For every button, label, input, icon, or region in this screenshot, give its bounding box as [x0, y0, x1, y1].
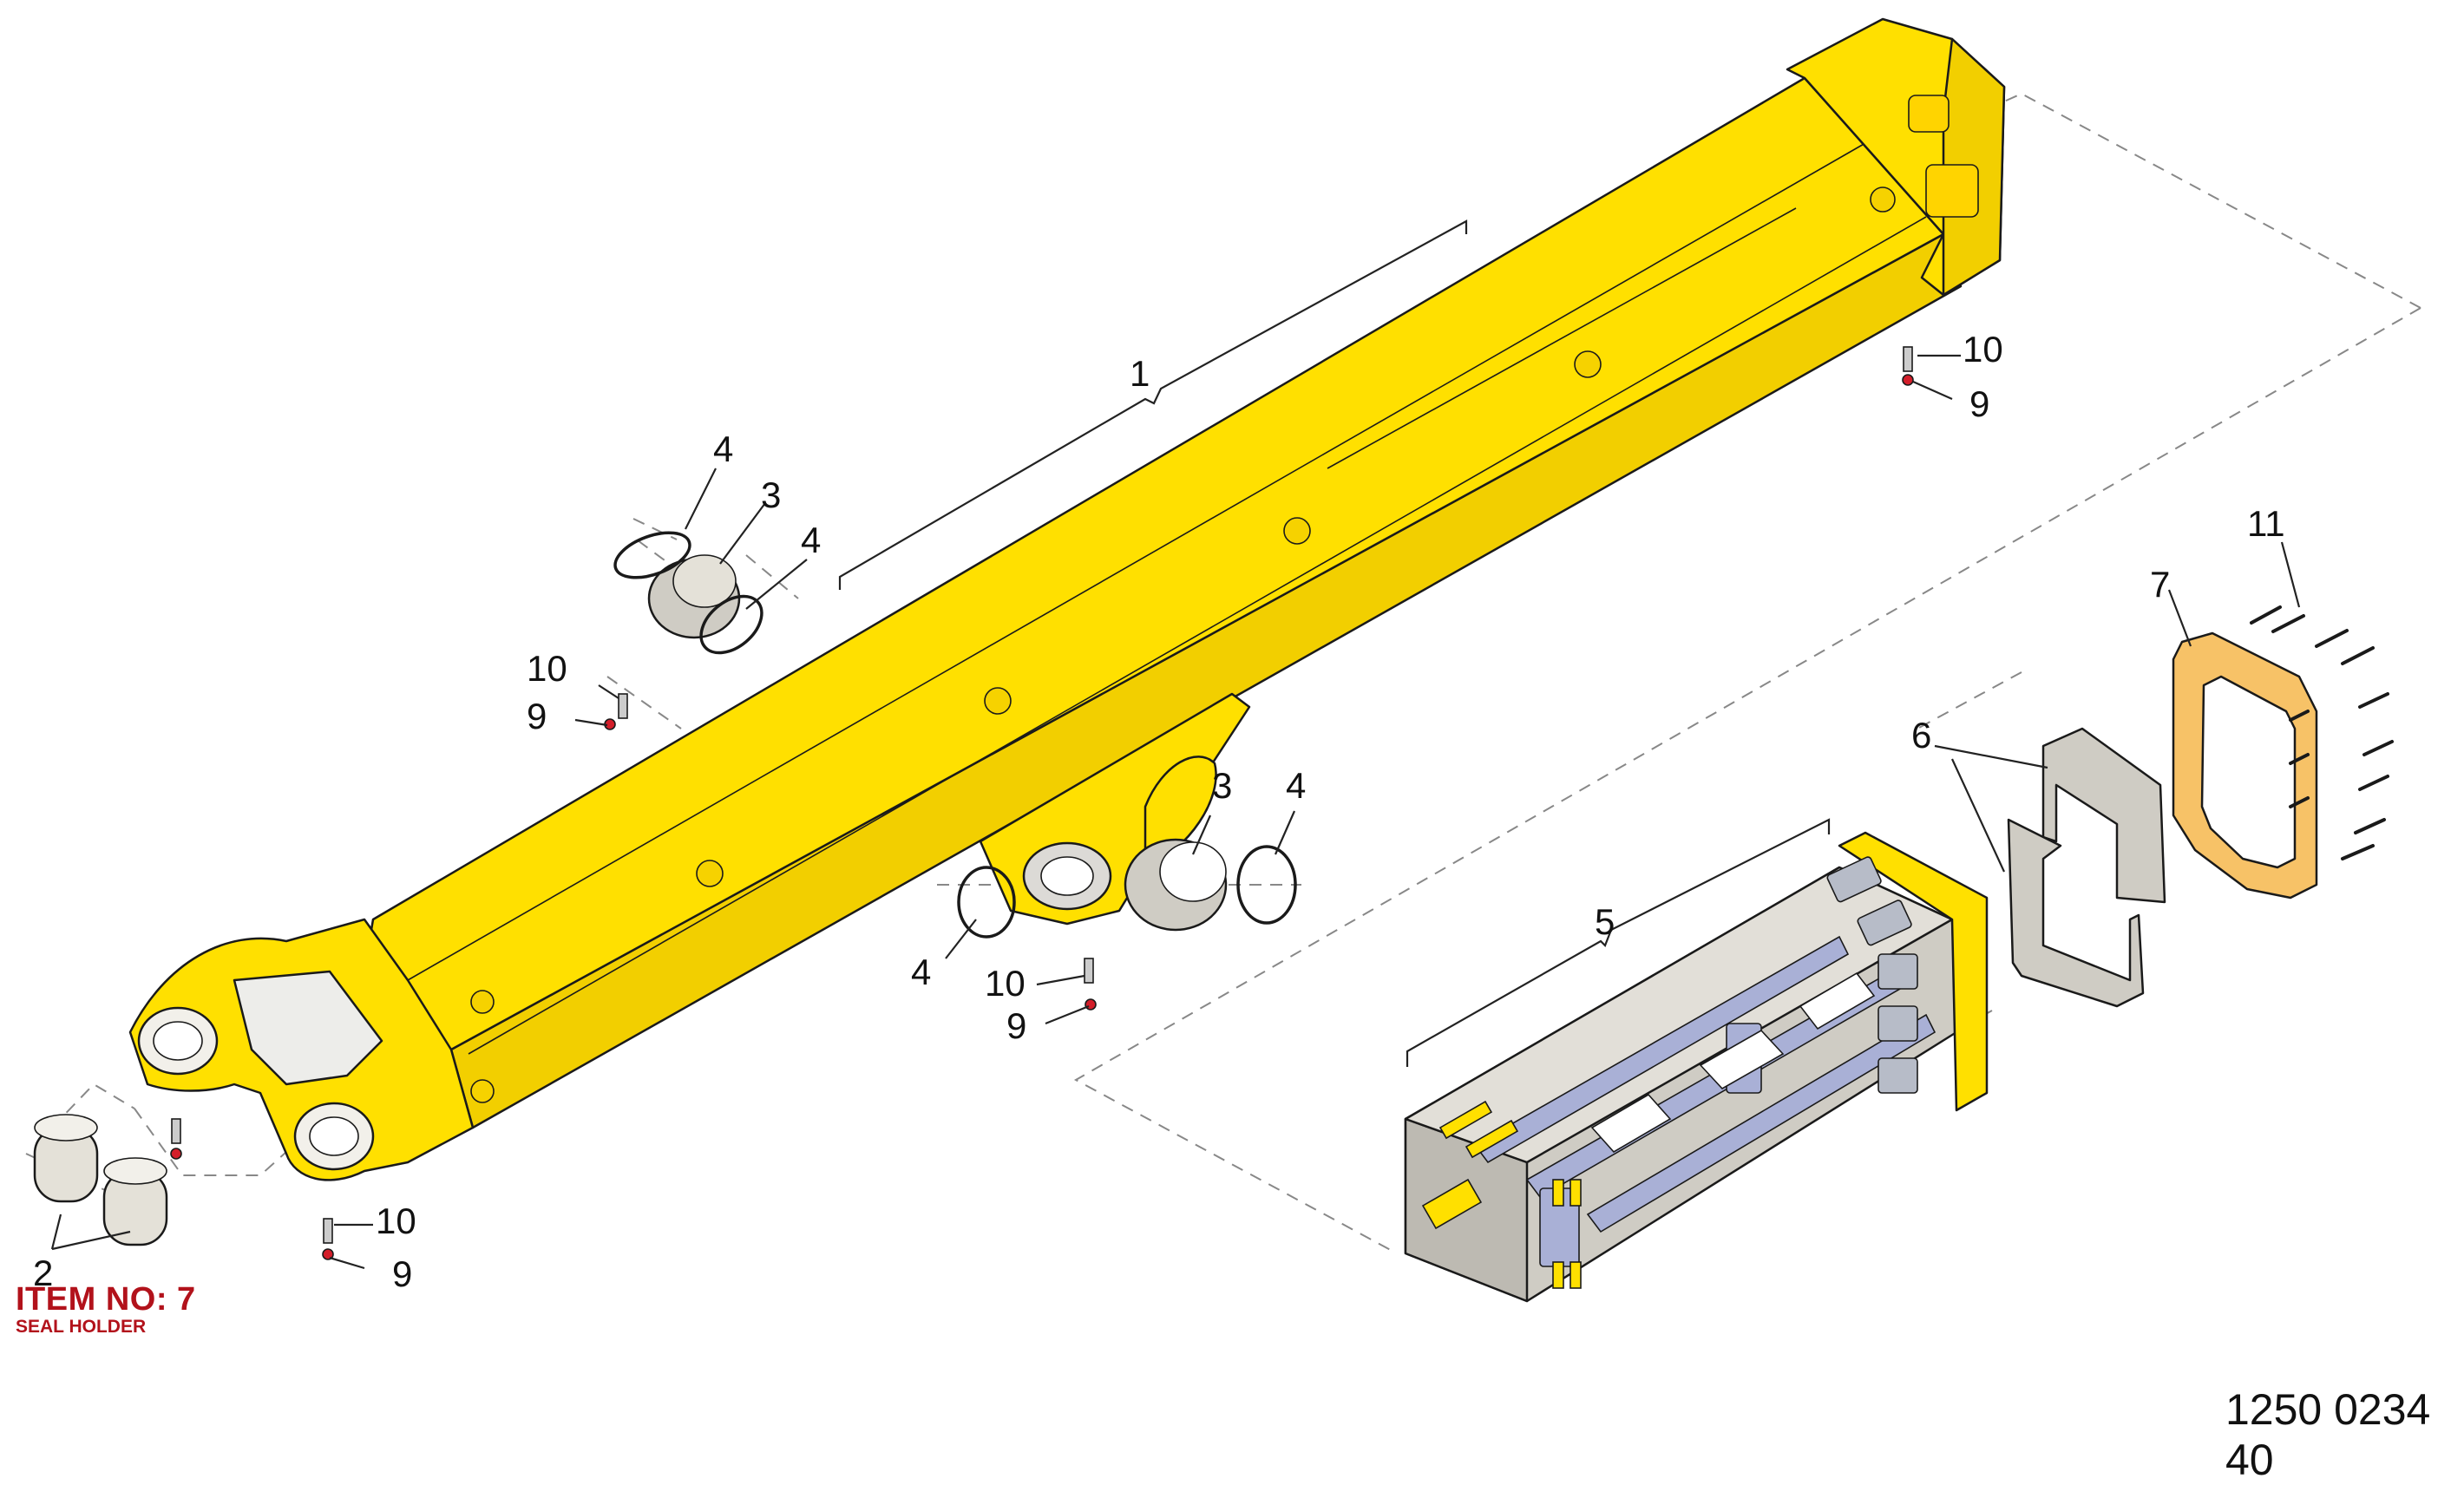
callout-10a: 10	[527, 648, 567, 689]
seal-plate-upper	[2041, 727, 2166, 904]
callout-3a: 3	[761, 474, 781, 515]
callout-2: 2	[33, 1253, 53, 1293]
grease-fittings	[170, 346, 1914, 1260]
slide-cutouts	[1590, 971, 1876, 1154]
drawing-number: 1250 0234 40	[2225, 1385, 2431, 1484]
callout-10c: 10	[985, 963, 1026, 1004]
exploded-parts-diagram: 1 4 3 4 10 9 10 9 3 4 4 10 9 5 6 7 11 10…	[25, 17, 2421, 1303]
callout-1: 1	[1130, 353, 1150, 394]
callout-9a: 9	[527, 696, 547, 736]
seal-plate-lower	[2007, 818, 2145, 1008]
callout-numbers: 1 4 3 4 10 9 10 9 3 4 4 10 9 5 6 7 11 10…	[33, 329, 2285, 1294]
gasket-item-7	[2172, 631, 2318, 900]
callout-10b: 10	[1963, 329, 2003, 370]
callout-7: 7	[2150, 564, 2170, 605]
callout-9b: 9	[1969, 383, 1989, 424]
slide-inner-yellow-pads	[1421, 1100, 1582, 1289]
slide-end-flange	[1838, 831, 1989, 1112]
callout-5: 5	[1595, 901, 1615, 942]
callout-4c: 4	[1286, 765, 1306, 806]
callout-11: 11	[2247, 503, 2285, 544]
bearing-item-3-lower	[1124, 838, 1228, 932]
bearing-item-3-upper	[647, 554, 741, 639]
item-note: ITEM NO: 7 SEAL HOLDER	[16, 1282, 196, 1338]
callout-10d: 10	[376, 1200, 416, 1241]
slide-wear-blocks	[1826, 856, 1918, 1094]
leader-lines	[50, 354, 2301, 1270]
callout-3b: 3	[1212, 765, 1232, 806]
callout-9d: 9	[392, 1253, 412, 1294]
item-number-label: ITEM NO: 7	[16, 1281, 196, 1318]
inner-slide-section	[1404, 831, 1989, 1303]
callout-4d: 4	[911, 952, 931, 992]
group-brackets	[838, 219, 1831, 1067]
boom-assembly	[128, 17, 2006, 1181]
snap-rings-item-4	[613, 531, 1297, 939]
callout-9c: 9	[1006, 1005, 1026, 1046]
callout-4b: 4	[801, 520, 821, 560]
callout-4a: 4	[713, 428, 733, 469]
bolts-item-11	[2250, 605, 2394, 860]
bushings-item-2	[33, 1114, 168, 1246]
item-name-label: SEAL HOLDER	[16, 1317, 147, 1337]
boom-bolt-heads	[470, 186, 1896, 1103]
callout-6: 6	[1911, 715, 1931, 756]
